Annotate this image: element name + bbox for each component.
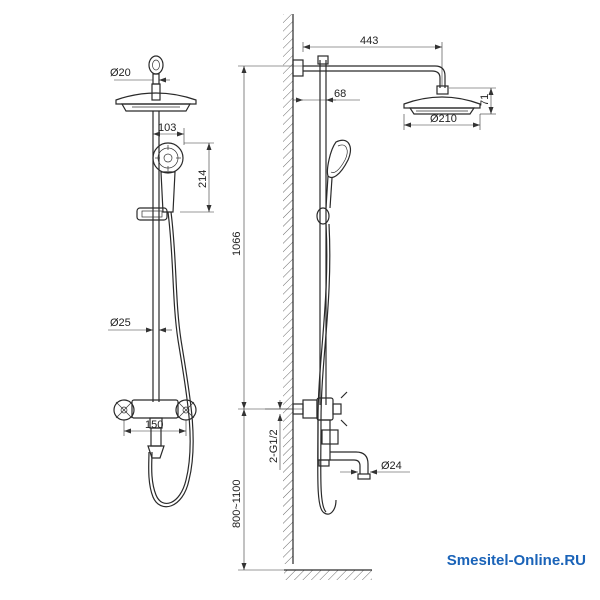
- dim-head-height: 71: [449, 87, 496, 115]
- dim-hand-shower-height: 214: [180, 142, 214, 213]
- dim-mount-height: 800~1100: [231, 409, 284, 571]
- watermark-text: Smesitel-Online.RU: [446, 552, 586, 569]
- slide-bracket-side: [316, 207, 330, 225]
- dim-total-height-label: 1066: [231, 232, 243, 256]
- hose-front: [148, 211, 194, 508]
- dim-mixer-centers-label: 150: [145, 419, 163, 431]
- mixer-side: [292, 391, 348, 467]
- dim-mount-height-label: 800~1100: [231, 480, 243, 528]
- shower-arm-side: [292, 59, 446, 88]
- dim-hand-shower-width-label: 103: [158, 122, 176, 134]
- dim-hand-shower-width: 103: [152, 122, 185, 145]
- dim-arm-reach: 443: [302, 35, 443, 86]
- dim-wall-offset-label: 68: [334, 88, 346, 100]
- dim-inlet-thread-label: 2-G1/2: [268, 429, 280, 463]
- wall-section: [283, 14, 294, 564]
- dim-bar-diameter: Ø25: [108, 317, 172, 333]
- dim-total-height: 1066: [231, 65, 320, 410]
- dim-spout-diameter-label: Ø24: [381, 460, 402, 472]
- bath-spout-side: [330, 451, 371, 480]
- dim-wall-offset: 68: [293, 88, 360, 103]
- dim-bar-diameter-label: Ø25: [110, 317, 131, 329]
- dim-hand-shower-height-label: 214: [197, 170, 209, 188]
- hose-side: [317, 223, 337, 515]
- dim-mixer-centers: 150: [123, 419, 187, 436]
- side-view: 443 68 71 Ø210 1066: [231, 14, 496, 580]
- dim-arm-reach-label: 443: [360, 35, 378, 47]
- hand-shower-side: [325, 139, 351, 209]
- hand-shower-front: [152, 142, 184, 213]
- dim-inlet-thread: 2-G1/2: [265, 400, 303, 470]
- overhead-shower-head-front: [115, 83, 197, 112]
- dim-head-height-label: 71: [479, 94, 491, 106]
- slide-bracket-front: [136, 207, 168, 221]
- dim-head-diameter-label: Ø210: [430, 113, 457, 125]
- dim-pipe-diameter-label: Ø20: [110, 67, 131, 79]
- overhead-shower-head-side: [403, 85, 481, 115]
- front-view: Ø20 103 214 Ø25 150: [108, 55, 214, 508]
- dim-spout-diameter: Ø24: [340, 460, 410, 475]
- dim-pipe-diameter: Ø20: [110, 67, 170, 83]
- dim-head-diameter: Ø210: [403, 113, 481, 130]
- floor-section: [284, 569, 372, 580]
